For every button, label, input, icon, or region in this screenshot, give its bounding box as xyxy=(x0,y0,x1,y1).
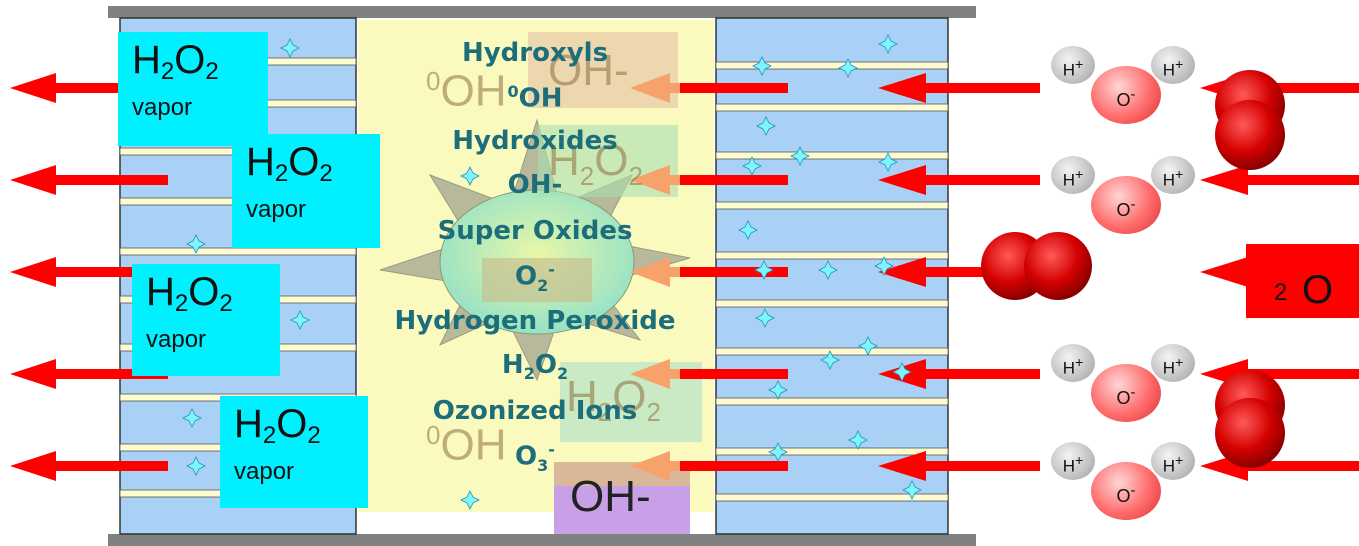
label-o3-minus: O3- xyxy=(515,440,555,475)
spark-15 xyxy=(820,350,840,370)
right-strip xyxy=(715,447,949,456)
outflow-arrow-5-head xyxy=(10,451,56,481)
spark-24 xyxy=(186,456,206,476)
reaction-arrow-5-head xyxy=(630,451,670,481)
spark-17 xyxy=(892,362,912,382)
oxygen-atom: O- xyxy=(1091,66,1161,124)
reaction-arrow-2-head xyxy=(630,165,670,195)
label-hydrogen-peroxide: Hydrogen Peroxide xyxy=(394,306,676,336)
spark-6 xyxy=(742,156,762,176)
hydrogen-atom: H+ xyxy=(1051,442,1095,480)
h2o2-vapor-label-3: H2O2 vapor xyxy=(132,264,280,376)
h2o2-vapor-label-4: H2O2 vapor xyxy=(220,396,368,508)
right-strip xyxy=(715,397,949,406)
right-strip xyxy=(715,103,949,112)
label-oh-radical: 0OH xyxy=(507,82,563,114)
hydrogen-atom: H+ xyxy=(1151,442,1195,480)
top-frame-bar xyxy=(108,6,976,18)
hydrogen-atom: H+ xyxy=(1051,156,1095,194)
outflow-arrow-1-head xyxy=(10,73,56,103)
right-strip xyxy=(715,61,949,70)
label-ozonized-ions: Ozonized Ions xyxy=(432,396,638,426)
reaction-arrow-3-head xyxy=(630,257,670,287)
spark-21 xyxy=(186,234,206,254)
inflow-arrow-right-3-head xyxy=(1200,257,1248,287)
right-strip xyxy=(715,251,949,260)
hydrogen-atom: H+ xyxy=(1151,156,1195,194)
inflow-arrow-mid-1-head xyxy=(878,73,926,103)
spark-18 xyxy=(848,430,868,450)
outflow-arrow-4-head xyxy=(10,359,56,389)
water-molecule-4: O-H+ H+ xyxy=(1046,432,1206,532)
right-strip xyxy=(715,299,949,308)
ghost-h2o2-top: H2O2 xyxy=(548,136,643,191)
bottom-frame-bar xyxy=(108,534,976,546)
ghost-box-o2 xyxy=(482,258,592,302)
ghost-oh-minus-top: OH- xyxy=(548,46,629,95)
spark-16 xyxy=(768,380,788,400)
inflow-arrow-right-2-head xyxy=(1200,165,1248,195)
spark-13 xyxy=(755,308,775,328)
reaction-arrow-4-head xyxy=(630,359,670,389)
oxygen-atom: O- xyxy=(1091,364,1161,422)
hydrogen-atom: H+ xyxy=(1151,46,1195,84)
hydrogen-atom: H+ xyxy=(1151,344,1195,382)
water-molecule-2: O-H+ H+ xyxy=(1046,146,1206,246)
spark-8 xyxy=(790,146,810,166)
label-super-oxides: Super Oxides xyxy=(437,216,633,246)
spark-4 xyxy=(838,58,858,78)
spark-20 xyxy=(902,480,922,500)
outflow-arrow-2-head xyxy=(10,165,56,195)
right-strip xyxy=(715,493,949,502)
oxygen-atom: O- xyxy=(1091,176,1161,234)
spark-10 xyxy=(754,260,774,280)
label-hydroxides: Hydroxides xyxy=(452,126,618,156)
sparks xyxy=(182,34,922,510)
spark-22 xyxy=(290,310,310,330)
ghost-h2o2-bottom: H2O2 xyxy=(566,372,661,427)
oxygen-atom: O- xyxy=(1091,462,1161,520)
spark-12 xyxy=(818,260,838,280)
label-o2-minus: O2- xyxy=(515,260,555,295)
spark-19 xyxy=(768,442,788,462)
label-h2o2: H2O2 xyxy=(501,350,569,384)
outflow-arrow-3-head xyxy=(10,257,56,287)
h2o2-vapor-label-2: H2O2 vapor xyxy=(232,134,380,248)
spark-14 xyxy=(858,336,878,356)
spark-1 xyxy=(280,38,300,58)
ghost-oh-radical-top: 0OH xyxy=(426,66,507,116)
right-strip xyxy=(715,151,949,160)
h2o2-vapor-label-1: H2O2 vapor xyxy=(118,32,268,146)
spark-26 xyxy=(460,490,480,510)
o2-molecule-2 xyxy=(981,232,1092,300)
inflow-arrow-mid-5-head xyxy=(878,451,926,481)
o2-molecule-3 xyxy=(1215,370,1285,468)
spark-9 xyxy=(738,220,758,240)
hydrogen-atom: H+ xyxy=(1051,46,1095,84)
hydrogen-atom: H+ xyxy=(1051,344,1095,382)
ghost-oh-minus-bottom: OH- xyxy=(570,472,651,521)
ghost-oh-radical-bottom: 0OH xyxy=(426,420,507,470)
spark-7 xyxy=(878,152,898,172)
spark-3 xyxy=(878,34,898,54)
left-strip xyxy=(119,247,357,256)
label-oh-minus: OH- xyxy=(507,170,563,200)
inflow-arrow-mid-2-head xyxy=(878,165,926,195)
spark-11 xyxy=(874,256,894,276)
water-molecule-3: O-H+ H+ xyxy=(1046,334,1206,434)
spark-23 xyxy=(182,408,202,428)
water-molecule-1: O-H+ H+ xyxy=(1046,36,1206,136)
right-strip xyxy=(715,201,949,210)
label-hydroxyls: Hydroxyls xyxy=(461,38,609,68)
spark-5 xyxy=(756,116,776,136)
spark-25 xyxy=(460,166,480,186)
right-strip xyxy=(715,347,949,356)
reaction-arrow-1-head xyxy=(630,73,670,103)
o2-molecule-1 xyxy=(1215,70,1285,170)
spark-2 xyxy=(752,56,772,76)
inflow-arrow-mid-3-head xyxy=(878,257,926,287)
